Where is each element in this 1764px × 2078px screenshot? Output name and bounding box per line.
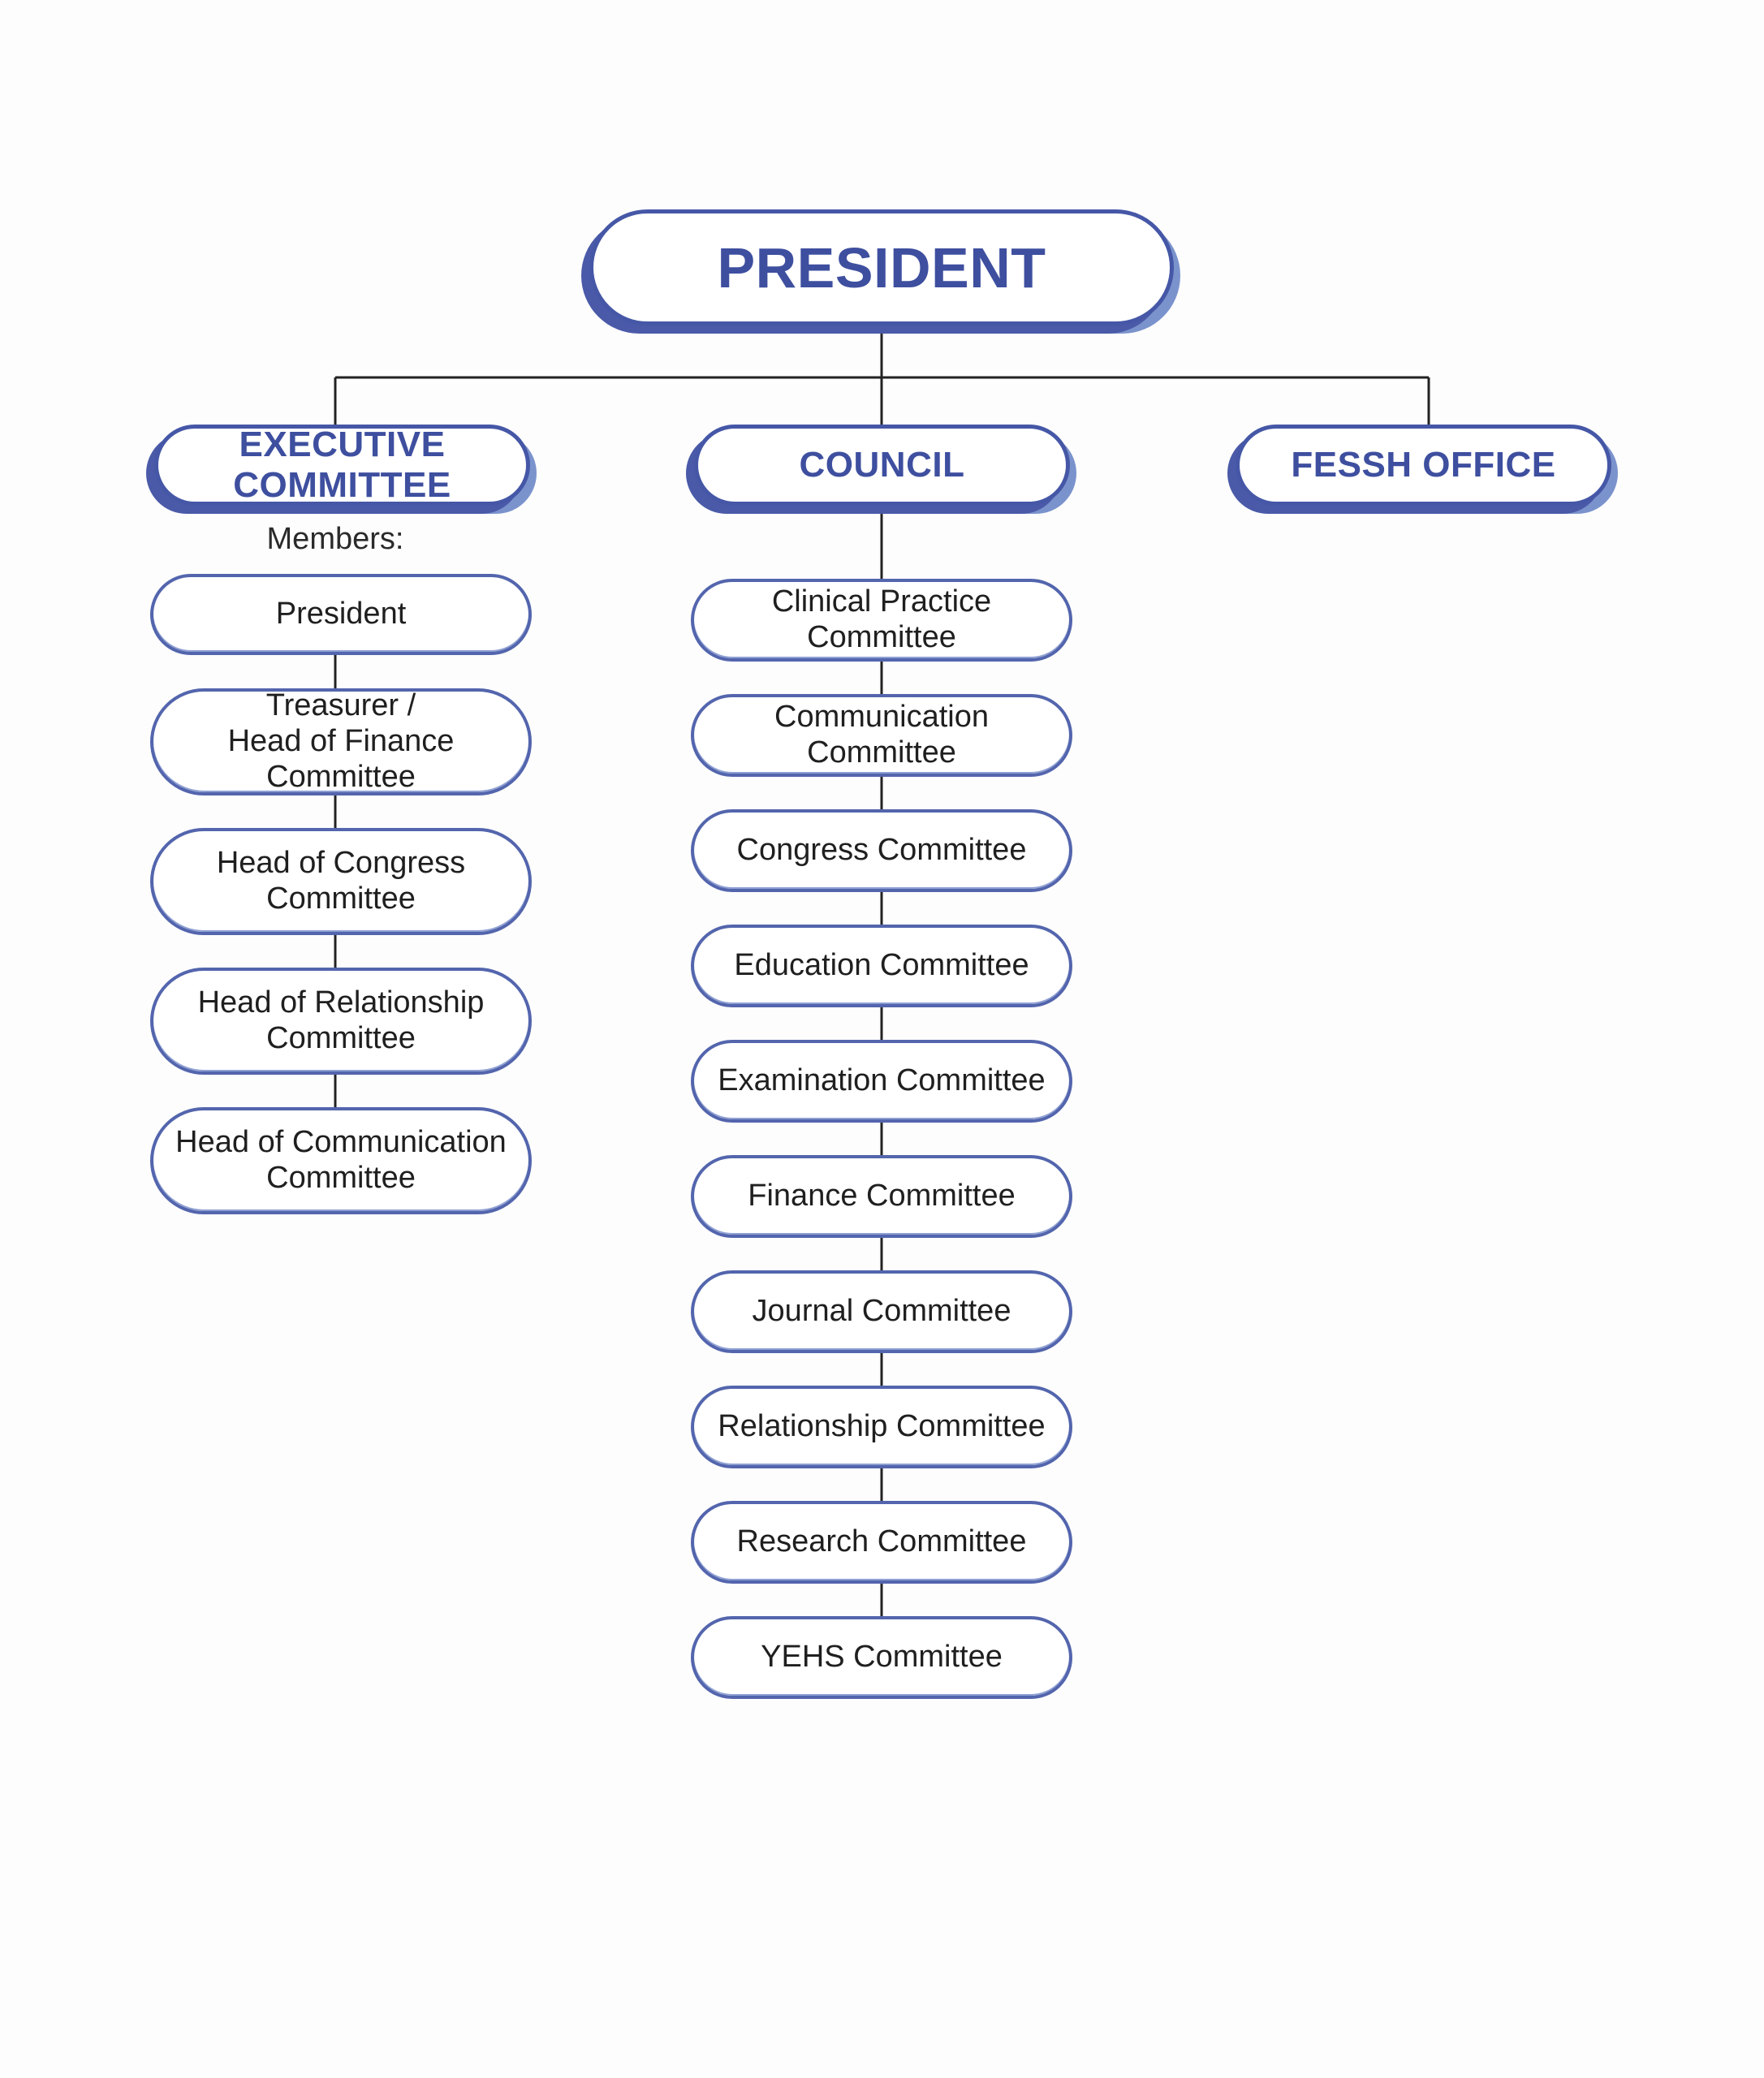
executive-member-box: Treasurer / Head of Finance Committee <box>150 688 532 795</box>
council-committee-box: YEHS Committee <box>691 1616 1072 1699</box>
council-committee-box: Education Committee <box>691 925 1072 1007</box>
president-box: PRESIDENT <box>589 209 1174 325</box>
council-committee-box: Relationship Committee <box>691 1386 1072 1468</box>
executive-member-label: Head of Congress Committee <box>216 846 466 916</box>
council-committee-box: Research Committee <box>691 1501 1072 1584</box>
president-label: PRESIDENT <box>717 235 1046 300</box>
council-committee-label: Relationship Committee <box>718 1409 1046 1444</box>
fessh-office-label: FESSH OFFICE <box>1291 445 1556 485</box>
executive-member-label: President <box>275 597 407 632</box>
members-label: Members: <box>266 522 404 556</box>
council-committee-label: Congress Committee <box>736 833 1027 868</box>
council-committee-box: Finance Committee <box>691 1155 1072 1238</box>
council-committee-label: Communication Committee <box>774 700 989 770</box>
executive-member-box: Head of Communication Committee <box>150 1107 532 1214</box>
executive-committee-box: EXECUTIVE COMMITTEE <box>154 425 530 506</box>
council-committee-label: Examination Committee <box>718 1063 1046 1098</box>
council-committee-label: YEHS Committee <box>761 1640 1003 1675</box>
council-committee-box: Communication Committee <box>691 694 1072 777</box>
council-label: COUNCIL <box>799 445 965 485</box>
council-box: COUNCIL <box>694 425 1070 506</box>
executive-member-label: Head of Communication Committee <box>175 1125 507 1195</box>
executive-member-box: Head of Congress Committee <box>150 828 532 935</box>
executive-member-box: Head of Relationship Committee <box>150 968 532 1075</box>
fessh-office-box: FESSH OFFICE <box>1236 425 1611 506</box>
executive-member-label: Treasurer / Head of Finance Committee <box>227 688 455 794</box>
council-committee-label: Finance Committee <box>748 1179 1016 1214</box>
council-committee-box: Examination Committee <box>691 1040 1072 1123</box>
council-committee-box: Journal Committee <box>691 1270 1072 1353</box>
executive-committee-label: EXECUTIVE COMMITTEE <box>233 425 451 505</box>
executive-member-label: Head of Relationship Committee <box>197 985 485 1055</box>
council-committee-label: Education Committee <box>734 948 1029 983</box>
council-committee-label: Research Committee <box>736 1524 1027 1559</box>
council-committee-box: Congress Committee <box>691 809 1072 892</box>
council-committee-label: Clinical Practice Committee <box>771 584 992 654</box>
executive-member-box: President <box>150 574 532 655</box>
council-committee-label: Journal Committee <box>752 1294 1011 1329</box>
council-committee-box: Clinical Practice Committee <box>691 579 1072 662</box>
